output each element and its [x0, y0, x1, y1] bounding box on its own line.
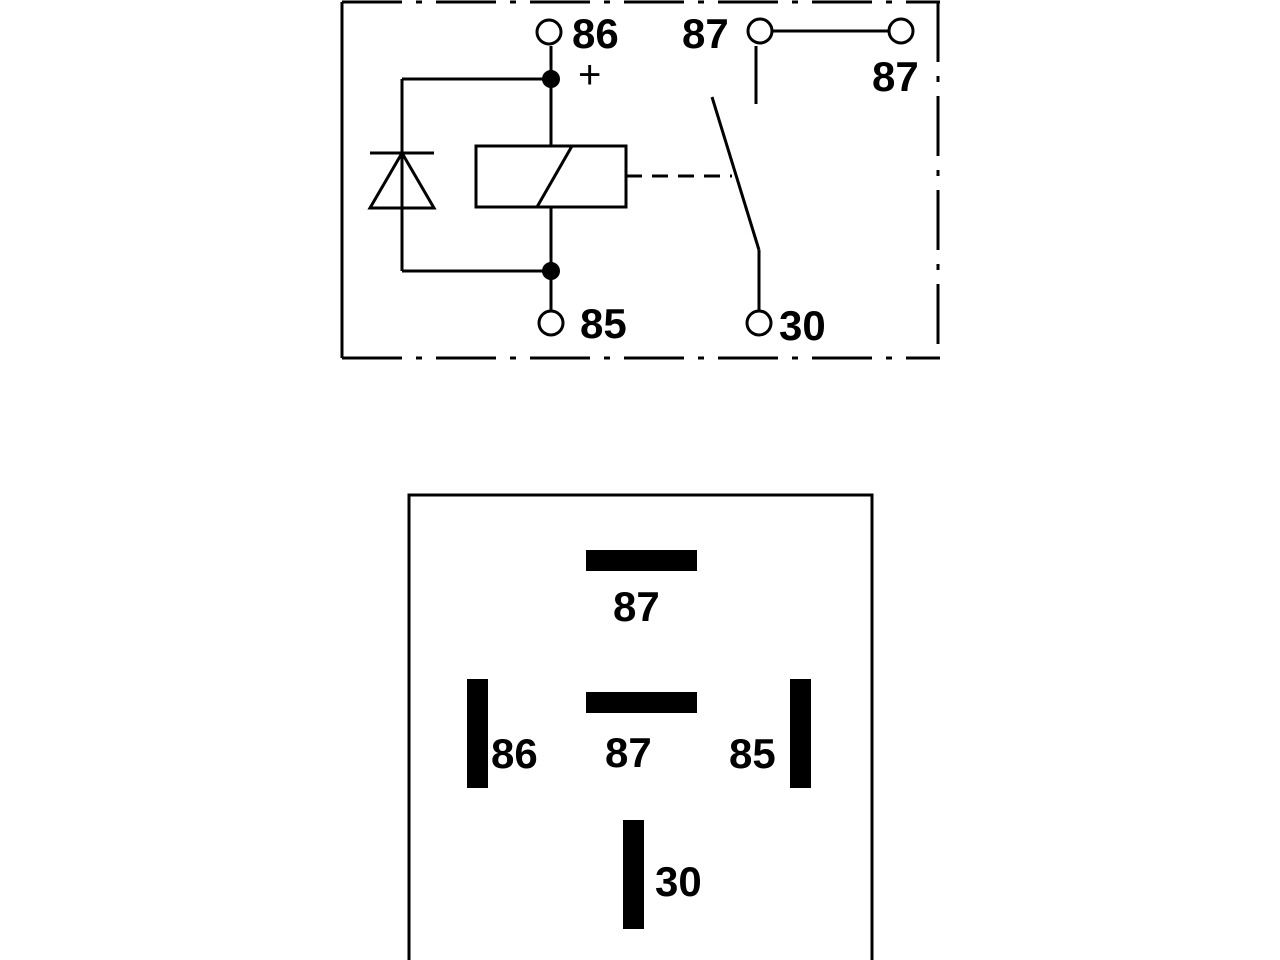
pin-86: [467, 679, 488, 788]
pin-87-top: [586, 550, 697, 571]
diode-symbol: [367, 150, 437, 210]
switch-contact: [710, 29, 888, 310]
pin-label-86: 86: [491, 730, 538, 777]
label-87-right: 87: [872, 53, 919, 100]
pinout-frame: [407, 493, 874, 960]
junction-dot: [542, 262, 560, 280]
label-87-left: 87: [682, 10, 729, 57]
pin-label-87-top: 87: [613, 583, 660, 630]
pin-87-mid: [586, 692, 697, 713]
enclosure-frame: [340, 0, 940, 360]
terminal-30: [745, 309, 773, 337]
relay-pinout: 87 87 86 85 30: [407, 493, 874, 960]
pin-85: [790, 679, 811, 788]
label-85: 85: [580, 300, 627, 347]
pin-30: [623, 820, 644, 929]
label-86: 86: [572, 10, 619, 57]
pin-label-85: 85: [729, 730, 776, 777]
relay-schematic: 86 + 85 87 87 30: [340, 0, 940, 360]
terminal-87-right: [887, 17, 915, 45]
junction-dot: [542, 70, 560, 88]
terminal-85: [537, 309, 565, 337]
label-30: 30: [779, 302, 826, 349]
coil-wiring: [400, 46, 553, 310]
terminal-86: [535, 18, 563, 46]
pin-label-30: 30: [655, 858, 702, 905]
label-plus: +: [578, 53, 601, 97]
terminal-87-left: [746, 17, 774, 45]
relay-coil: [474, 144, 628, 209]
pin-label-87-mid: 87: [605, 729, 652, 776]
